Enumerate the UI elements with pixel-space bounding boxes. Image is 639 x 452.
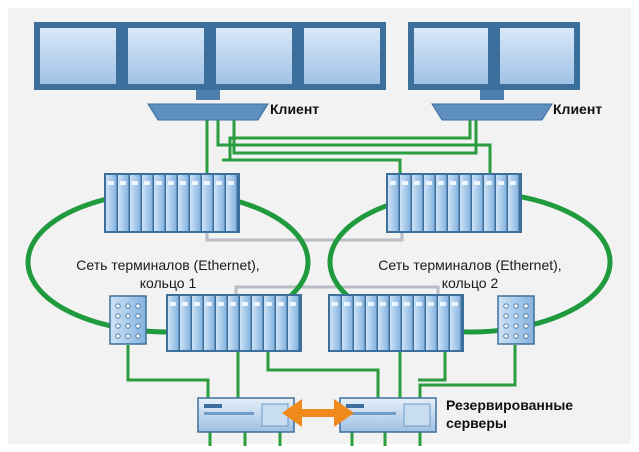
monitor-icon [122,22,210,90]
rack-module [202,175,213,231]
rack-module [228,296,239,350]
rack-module [436,175,447,231]
rack-module [276,296,287,350]
rack-module [192,296,203,350]
rack-lower-left-icon [166,294,302,352]
rack-module [342,296,353,350]
rack-module [118,175,129,231]
rack-module [214,175,225,231]
rack-lower-right-icon [328,294,464,352]
ring-1-label-line2: кольцо 1 [140,275,197,291]
ring-1-label-line1: Сеть терминалов (Ethernet), [76,257,259,273]
rack-module [190,175,201,231]
rack-module [508,175,519,231]
switch-left-icon [109,295,147,345]
rack-module [154,175,165,231]
client-left-monitors [34,22,386,100]
rack-module [378,296,389,350]
rack-module [450,296,461,350]
rack-module [288,296,299,350]
rack-upper-right-icon [386,173,522,233]
rack-module [180,296,191,350]
rack-module [414,296,425,350]
monitor-icon [210,22,298,90]
rack-module [166,175,177,231]
rack-module [130,175,141,231]
rack-upper-left-icon [104,173,240,233]
rack-module [426,296,437,350]
rack-module [448,175,459,231]
rack-module [366,296,377,350]
server-right-icon [339,397,437,433]
rack-module [388,175,399,231]
redundancy-arrow-icon [282,399,354,427]
terminal-racks [104,173,522,352]
client-right-monitors [408,22,580,100]
servers-label-line2: серверы [446,415,507,431]
rack-module [402,296,413,350]
rack-module [460,175,471,231]
ring-2-label-line2: кольцо 2 [442,275,499,291]
client-left-label: Клиент [270,101,319,117]
rack-module [106,175,117,231]
rack-module [424,175,435,231]
rack-module [390,296,401,350]
rack-module [178,175,189,231]
rack-module [226,175,237,231]
rack-module [400,175,411,231]
rack-module [496,175,507,231]
rack-module [354,296,365,350]
monitor-icon [494,22,580,90]
rack-module [484,175,495,231]
rack-module [240,296,251,350]
rack-module [252,296,263,350]
ring-2-label-line1: Сеть терминалов (Ethernet), [378,257,561,273]
rack-module [204,296,215,350]
monitor-icon [298,22,386,90]
rack-module [330,296,341,350]
server-links [126,345,517,446]
rack-module [216,296,227,350]
rack-module [168,296,179,350]
rack-module [472,175,483,231]
keyboard-icon [147,103,269,121]
rack-module [264,296,275,350]
servers-label-line1: Резервированные [446,397,573,413]
rack-module [412,175,423,231]
rack-module [142,175,153,231]
client-right-label: Клиент [553,101,602,117]
monitor-icon [34,22,122,90]
monitor-icon [408,22,494,90]
keyboard-icon [431,103,553,121]
switch-right-icon [497,295,535,345]
server-left-icon [197,397,295,433]
rack-module [438,296,449,350]
